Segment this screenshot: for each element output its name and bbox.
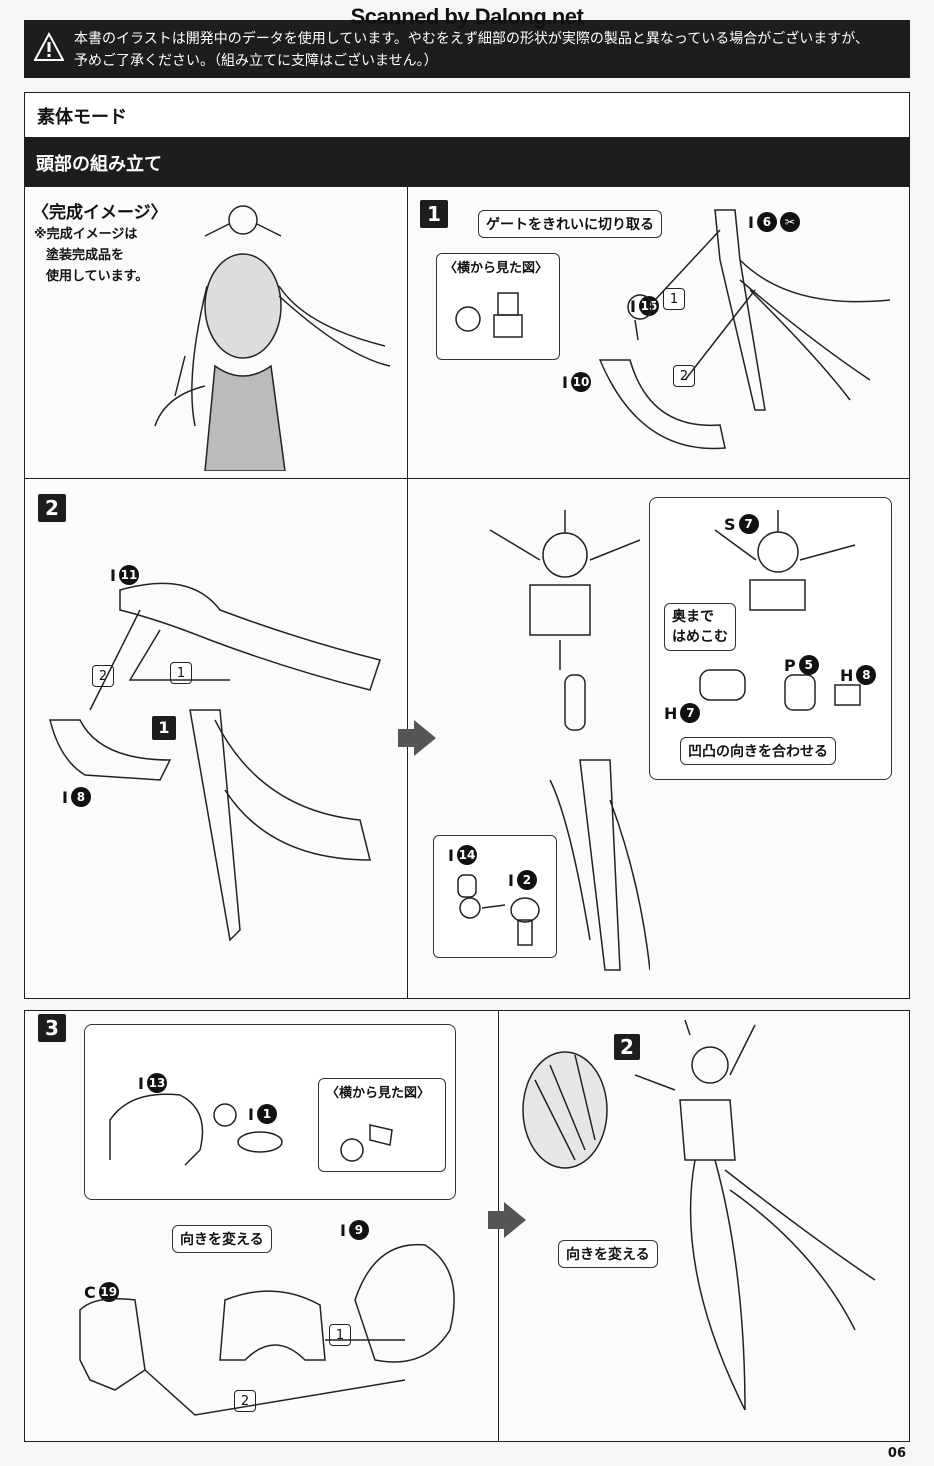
small-parts-box xyxy=(433,835,557,958)
completed-note-3: 使用しています。 xyxy=(46,269,149,284)
step3-face-illustration xyxy=(109,1093,393,1166)
flow-arrow-body-2 xyxy=(488,1211,504,1229)
flow-arrow-icon xyxy=(414,720,436,756)
step-2-badge: 2 xyxy=(38,494,66,522)
rotate-callout-right: 向きを変える xyxy=(558,1240,658,1268)
flow-arrow-body xyxy=(398,729,414,747)
completed-note-2: 塗装完成品を xyxy=(46,248,125,263)
side-view-illustration xyxy=(455,292,523,338)
order-marker-1: 1 xyxy=(170,662,192,684)
ref-step-2-badge: 2 xyxy=(614,1034,640,1060)
step3-head-parts-illustration xyxy=(79,1243,455,1416)
completed-image-title: 〈完成イメージ〉 xyxy=(32,203,168,223)
inset-parts-illustration xyxy=(699,510,861,711)
step2-hair-illustration xyxy=(49,582,381,942)
step-3-badge: 3 xyxy=(38,1014,66,1042)
ref-step-1-badge: 1 xyxy=(152,716,176,740)
step-1-badge: 1 xyxy=(420,200,448,228)
warning-line-2: 予めご了承ください。（組み立てに支障はございません。） xyxy=(74,53,438,69)
gate-callout: ゲートをきれいに切り取る xyxy=(478,210,662,238)
push-in-callout: 奥まではめこむ xyxy=(664,603,736,651)
step1-hair-illustration xyxy=(598,209,891,450)
side-view-label: 〈横から見た図〉 xyxy=(444,261,549,276)
small-parts-illustration xyxy=(457,874,540,946)
warning-icon xyxy=(34,32,64,61)
order-marker-2: 2 xyxy=(673,365,695,387)
order-marker-1: 1 xyxy=(663,288,685,310)
warning-line-1: 本書のイラストは開発中のデータを使用しています。やむをえず細部の形状が実際の製品… xyxy=(74,31,869,47)
rotate-callout: 向きを変える xyxy=(172,1225,272,1253)
page-number: 06 xyxy=(887,1446,906,1461)
step3-assembled-head-illustration xyxy=(522,1020,876,1411)
section-title: 素体モード xyxy=(24,92,910,138)
completed-note-1: ※完成イメージは xyxy=(34,227,138,242)
warning-banner: 本書のイラストは開発中のデータを使用しています。やむをえず細部の形状が実際の製品… xyxy=(24,20,910,78)
completed-figure-illustration xyxy=(154,205,391,471)
nipper-icon: ✂ xyxy=(779,212,800,232)
step2-left-panel xyxy=(24,478,408,999)
step3-side-view-box: 〈横から見た図〉 xyxy=(318,1078,446,1172)
watermark: Scanned by Dalong.net xyxy=(350,4,584,29)
align-callout: 凹凸の向きを合わせる xyxy=(680,737,836,765)
flow-arrow-icon-2 xyxy=(504,1202,526,1238)
subsection-title: 頭部の組み立て xyxy=(24,138,910,186)
step2-head-assembly-illustration xyxy=(489,510,650,971)
order-marker-2: 2 xyxy=(92,665,114,687)
